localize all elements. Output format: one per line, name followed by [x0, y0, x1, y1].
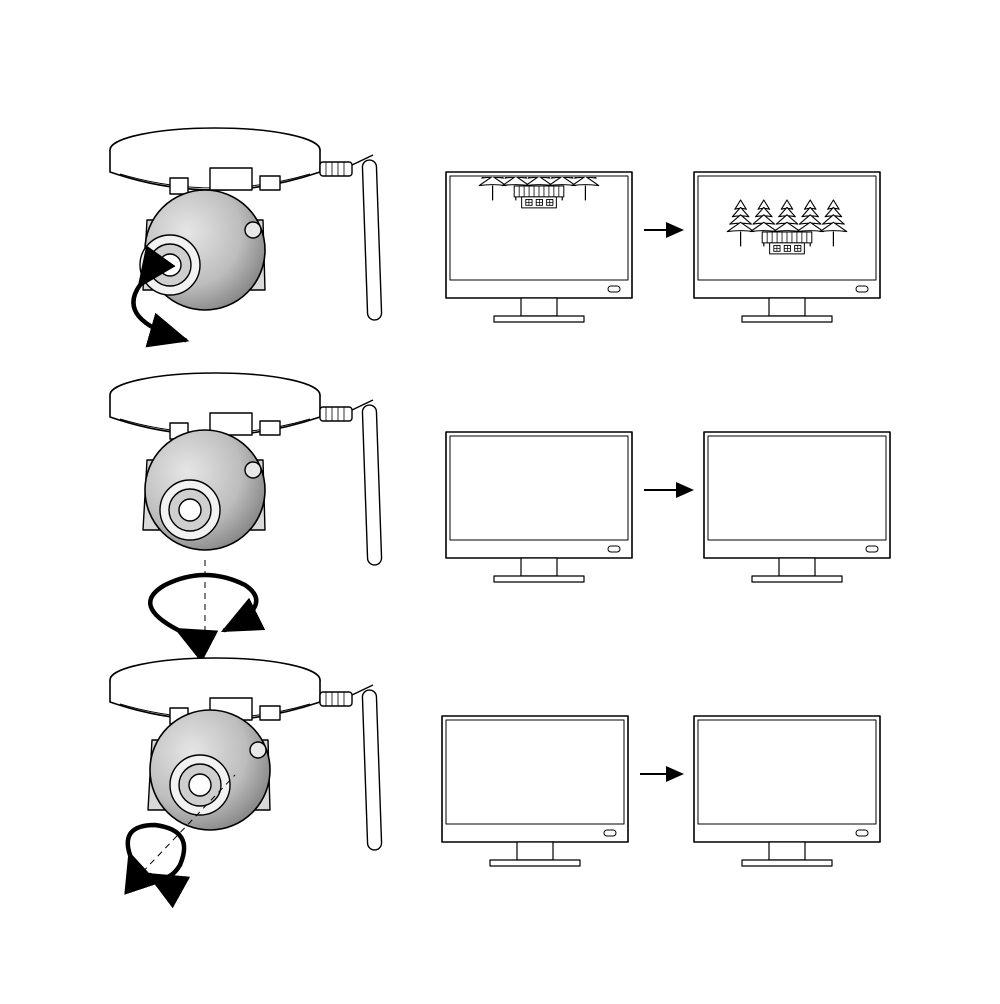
monitor-after	[693, 715, 881, 867]
antenna	[361, 404, 383, 566]
antenna	[361, 159, 383, 321]
monitor-screen	[478, 177, 600, 209]
adjustment-step-rotation	[109, 657, 881, 909]
monitor-after	[693, 171, 881, 323]
monitor-before	[445, 171, 633, 323]
rotation-arrow-icon	[124, 822, 191, 909]
adjustment-step-pan	[109, 372, 891, 663]
antenna-connector	[319, 691, 353, 707]
house-icon	[513, 185, 565, 209]
camera-bracket	[209, 412, 253, 436]
tree-icon	[414, 454, 441, 500]
pan-arrow-icon	[148, 572, 266, 663]
dome-camera	[109, 657, 383, 851]
adjustment-step-tilt	[109, 127, 881, 348]
antenna	[361, 689, 383, 851]
camera-lens-glass	[158, 253, 182, 277]
dome-camera	[109, 372, 383, 566]
camera-lens-glass	[188, 773, 212, 797]
tilt-screw-icon	[244, 461, 262, 479]
tree-icon	[773, 199, 801, 247]
monitor-before	[414, 431, 633, 583]
tilt-arrow-icon	[131, 245, 190, 348]
antenna-connector	[319, 161, 353, 177]
camera-bracket	[209, 167, 253, 191]
camera-lens-glass	[178, 498, 202, 522]
antenna-connector	[319, 406, 353, 422]
tree-icon	[571, 177, 600, 201]
scene-scene-too-high	[478, 177, 600, 209]
house-icon	[761, 231, 813, 255]
tree-icon	[819, 199, 848, 247]
tree-icon	[726, 199, 755, 247]
monitor-after	[703, 431, 891, 583]
scene-scene-centered	[726, 199, 848, 255]
dome-camera	[109, 127, 383, 321]
tilt-screw-icon	[244, 221, 262, 239]
monitor-screen	[726, 199, 848, 255]
monitor-before	[441, 715, 629, 867]
tilt-screw-icon	[249, 741, 267, 759]
